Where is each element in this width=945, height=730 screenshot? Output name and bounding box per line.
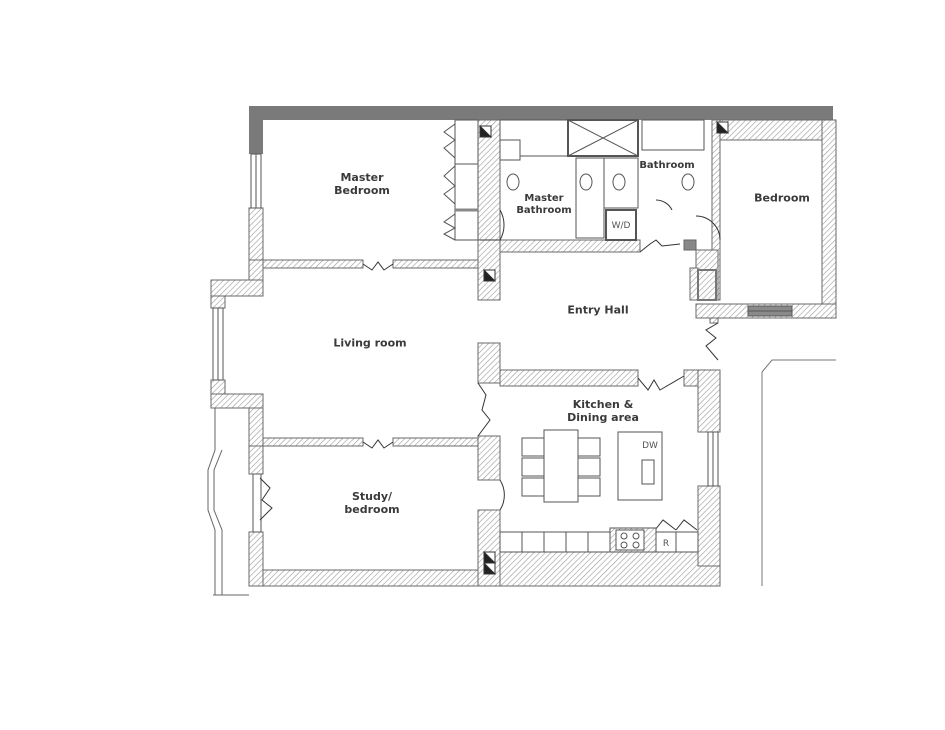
windows <box>212 153 793 533</box>
room-label-master-bedroom: Master Bedroom <box>334 171 390 197</box>
room-label-kitchen-dining: Kitchen & Dining area <box>567 398 639 424</box>
bay-window-outline <box>207 408 223 595</box>
neighbor-building-outline <box>761 359 836 586</box>
bathroom-fixtures <box>499 119 705 241</box>
exterior-wall-top <box>249 106 833 154</box>
room-label-living-room: Living room <box>333 336 407 350</box>
panel-markers <box>479 120 730 575</box>
walls <box>210 119 837 587</box>
room-label-master-bathroom: Master Bathroom <box>516 193 572 216</box>
room-label-entry-hall: Entry Hall <box>567 303 629 317</box>
dining-table <box>521 429 601 503</box>
closets <box>442 119 717 301</box>
room-label-bathroom: Bathroom <box>639 160 695 171</box>
kitchen-counter <box>499 527 699 553</box>
fixture-label-washer-dryer: W/D <box>611 221 631 231</box>
fixture-label-dishwasher: DW <box>642 441 658 451</box>
fixture-label-refrigerator: R <box>662 539 670 549</box>
doors <box>259 199 721 531</box>
kitchen-island <box>617 431 663 501</box>
room-label-bedroom: Bedroom <box>754 191 810 205</box>
room-label-study-bedroom: Study/ bedroom <box>344 490 400 516</box>
